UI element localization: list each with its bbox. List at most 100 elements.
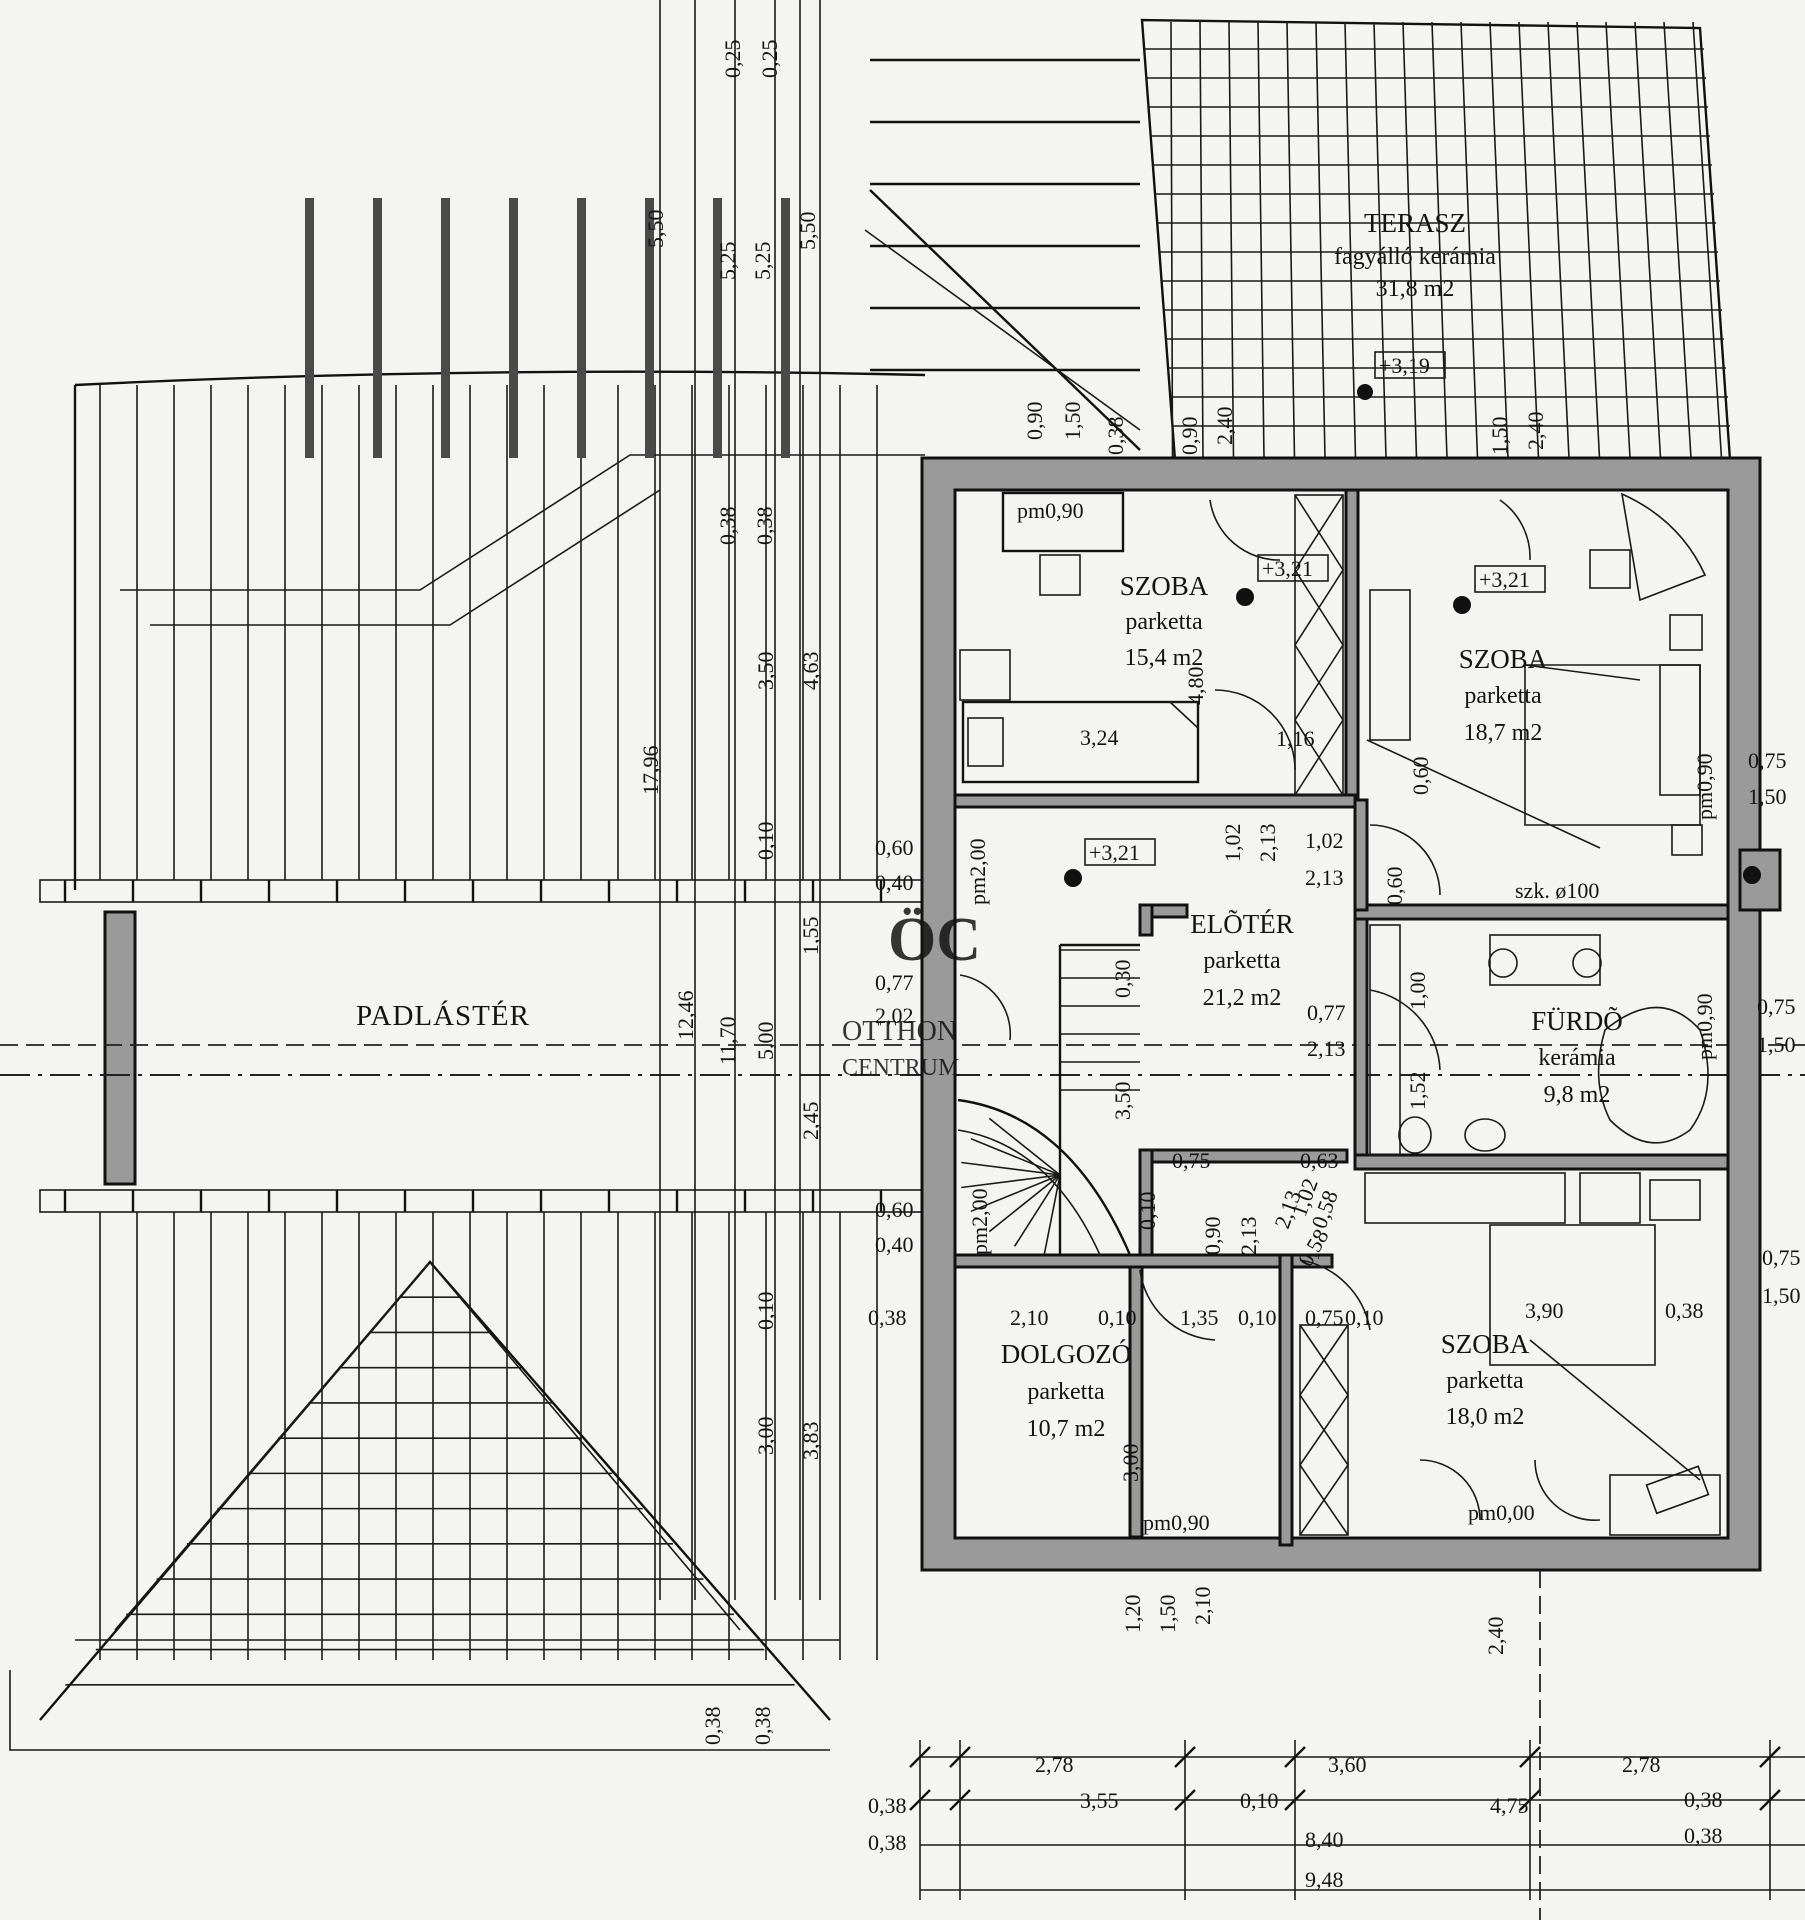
dim-in-41: 1,50: [1155, 1595, 1180, 1634]
room-terasz: TERASZ fagyálló kerámia 31,8 m2: [1334, 208, 1496, 302]
terrace-grid-line: [1257, 21, 1265, 459]
dim-mid-15: 0,38: [750, 1707, 775, 1746]
dim-right-4: 0,75: [1762, 1245, 1801, 1270]
terrace-grid-line: [1692, 21, 1723, 459]
dim-open-6: 2,40: [1523, 412, 1548, 451]
room-szoba2-name: SZOBA: [1459, 644, 1548, 674]
dim-mid-13: 3,83: [798, 1422, 823, 1461]
dim-tick: [1174, 1789, 1196, 1811]
dim-in-32: 1,35: [1180, 1305, 1219, 1330]
furniture: [957, 491, 1782, 1536]
room-dolgozo-area: 10,7 m2: [1027, 1416, 1106, 1442]
dim-b3-2: 0,38: [1684, 1823, 1723, 1848]
terrace-grid-line: [1344, 21, 1357, 459]
dim-b1-2: 2,78: [1622, 1752, 1661, 1777]
dim-in-6: 2,13: [1305, 865, 1344, 890]
room-dolgozo: DOLGOZÓ parketta 10,7 m2: [1001, 1339, 1131, 1442]
house-walls: [920, 456, 1762, 1572]
dim-in-40: 1,20: [1120, 1595, 1145, 1634]
watermark-mark: ÖC: [888, 906, 981, 974]
level-terasz: +3,19: [1379, 353, 1430, 378]
room-labels: TERASZ fagyálló kerámia 31,8 m2 SZOBA pa…: [356, 208, 1623, 1442]
room-eloter-area: 21,2 m2: [1203, 985, 1282, 1011]
room-szoba1-area: 15,4 m2: [1125, 645, 1204, 671]
dim-top-3: 5,25: [715, 242, 740, 281]
dim-in-30: 2,10: [1010, 1305, 1049, 1330]
dim-in-0: 3,24: [1080, 725, 1119, 750]
dim-tick: [1519, 1746, 1541, 1768]
room-padlaster-name: PADLÁSTÉR: [356, 999, 530, 1032]
room-szoba2-area: 18,7 m2: [1464, 720, 1543, 746]
dim-open-5: 1,50: [1487, 417, 1512, 456]
parapet-labels: pm0,90 pm0,90 pm0,00 pm2,00 pm2,00 pm0,9…: [965, 498, 1717, 1535]
room-szoba1: SZOBA parketta 15,4 m2: [1120, 571, 1209, 671]
dim-right-5: 1,50: [1762, 1283, 1801, 1308]
level-szoba2: +3,21: [1479, 567, 1530, 592]
dim-b1-0: 2,78: [1035, 1752, 1074, 1777]
dim-in-31: 0,10: [1098, 1305, 1137, 1330]
dim-in-18: 1,52: [1405, 1072, 1430, 1111]
terrace-grid-line: [1489, 21, 1509, 459]
rafter: [645, 198, 654, 458]
dim-tick: [1759, 1789, 1781, 1811]
dim-tick: [949, 1789, 971, 1811]
dim-mid-11: 0,10: [753, 1292, 778, 1331]
room-furdo-finish: kerámia: [1538, 1045, 1616, 1071]
dim-in-39: 0,38: [868, 1305, 907, 1330]
terrace-grid-line: [1460, 21, 1479, 459]
rafter: [305, 198, 314, 458]
hip-roof: [9, 1260, 840, 1751]
terrace-grid-line: [1547, 21, 1570, 459]
dimension-lines: [659, 0, 1805, 1920]
dim-top-4: 5,25: [750, 242, 775, 281]
level-szoba1: +3,21: [1262, 556, 1313, 581]
dim-tick: [1284, 1746, 1306, 1768]
dim-in-43: 2,40: [1483, 1617, 1508, 1656]
room-eloter: ELÕTÉR parketta 21,2 m2: [1190, 909, 1293, 1011]
dim-top-2: 5,50: [643, 210, 668, 249]
room-szoba3-area: 18,0 m2: [1446, 1404, 1525, 1430]
parapet-eloter-b: pm2,00: [967, 1188, 992, 1255]
dim-b2-3: 4,75: [1490, 1793, 1529, 1818]
dim-in-12: 2,02: [875, 1003, 914, 1028]
room-szoba2: SZOBA parketta 18,7 m2: [1459, 644, 1548, 746]
parapet-szoba3: pm0,00: [1468, 1500, 1535, 1525]
dim-in-34: 0,75: [1305, 1305, 1344, 1330]
room-szoba1-name: SZOBA: [1120, 571, 1209, 601]
dim-top-0: 0,25: [720, 40, 745, 79]
terrace-grid-line: [1373, 21, 1387, 459]
room-dolgozo-name: DOLGOZÓ: [1001, 1339, 1131, 1369]
dim-tick: [1174, 1746, 1196, 1768]
dim-tick: [909, 1789, 931, 1811]
dim-tick: [1284, 1789, 1306, 1811]
parapet-eloter-a: pm2,00: [965, 838, 990, 905]
room-eloter-name: ELÕTÉR: [1190, 909, 1293, 939]
dim-b4-0: 9,48: [1305, 1867, 1344, 1892]
watermark-line1: OTTHON: [842, 1016, 957, 1047]
room-szoba3-name: SZOBA: [1441, 1329, 1530, 1359]
dim-in-21: 0,90: [1200, 1217, 1225, 1256]
dim-open-4: 2,40: [1212, 407, 1237, 446]
dim-in-16: 1,00: [1405, 972, 1430, 1011]
room-terasz-area: 31,8 m2: [1376, 276, 1455, 302]
watermark-logo: ÖC OTTHON CENTRUM: [842, 906, 981, 1081]
dim-in-38: 3,00: [1118, 1444, 1143, 1483]
rafter-line: [869, 189, 1141, 451]
dim-in-5: 1,02: [1305, 828, 1344, 853]
dim-in-42: 2,10: [1190, 1587, 1215, 1626]
terrace-grid-line: [1402, 21, 1418, 459]
room-eloter-finish: parketta: [1203, 948, 1281, 974]
dim-in-22: 2,13: [1236, 1217, 1261, 1256]
roof-planking: [73, 58, 1141, 1660]
dim-tick: [949, 1746, 971, 1768]
dim-open-1: 1,50: [1060, 402, 1085, 441]
parapet-szoba2-side: pm0,90: [1692, 753, 1717, 820]
dim-in-20: 0,63: [1300, 1148, 1339, 1173]
room-terasz-name: TERASZ: [1364, 208, 1466, 238]
dim-in-36: 3,90: [1525, 1298, 1564, 1323]
dim-in-15: 2,13: [1307, 1036, 1346, 1061]
dim-mid-1: 0,38: [752, 507, 777, 546]
level-eloter: +3,21: [1089, 840, 1140, 865]
dim-b2-4: 0,38: [1684, 1787, 1723, 1812]
